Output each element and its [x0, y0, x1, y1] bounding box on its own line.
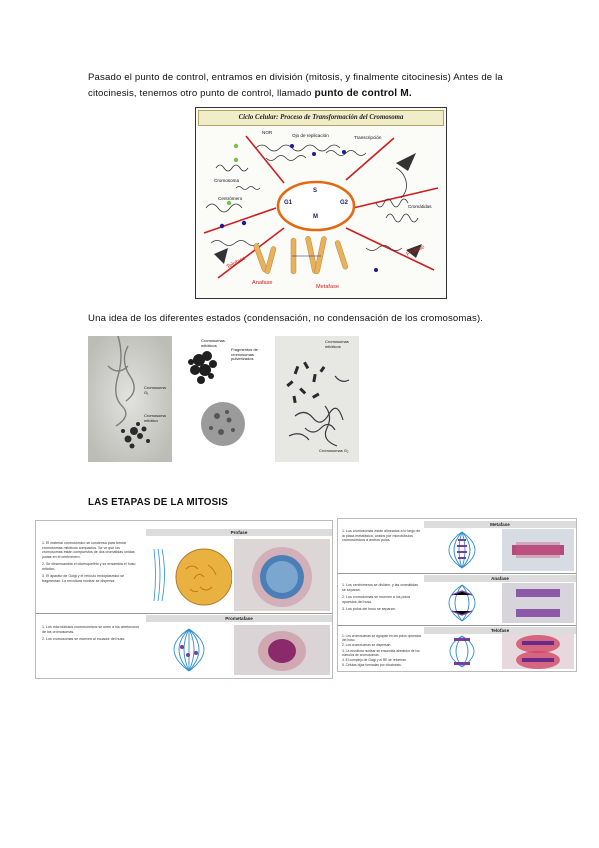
states-paragraph: Una idea de los diferentes estados (cond… [88, 313, 484, 324]
cycle-label-s: S [313, 188, 318, 194]
intro-text: Pasado el punto de control, entramos en … [88, 72, 503, 99]
telofase-diagram [424, 634, 500, 669]
anafase-step-2: 2. Los cromosomas se mueven a los polos … [342, 594, 411, 604]
header-telofase: Telofase [424, 627, 576, 634]
m2-label-b: Fragmentos de [231, 347, 258, 352]
cycle-label-g1: G1 [284, 200, 293, 206]
prometafase-steps: 1. Los microtúbulos cromosómicos se unen… [42, 625, 140, 644]
profase-steps: 1. El material cromosómico se condensa p… [42, 541, 140, 586]
m1-label-a: Cromosoma [144, 385, 166, 390]
micrograph-3-image [286, 361, 350, 447]
m2-label-a2: mitóticos [201, 342, 217, 348]
telofase-step-5: 5. Células hijas formadas por citocinesi… [342, 663, 402, 668]
telofase-step-1: 1. Los cromosomas se agrupan en los polo… [342, 634, 421, 643]
header-prometafase: Prometafase [146, 615, 332, 622]
m2-label-b2: cromosomas [231, 351, 254, 357]
mitosis-section-title: LAS ETAPAS DE LA MITOSIS [88, 497, 228, 508]
cycle-label-nor: NOR [262, 130, 273, 135]
mitosis-right-panel: Metafase 1. Los cromosomas están alinead… [337, 518, 577, 672]
micrograph-interphase-fusion: Cromosoma G₁ Cromosoma mitótico [88, 336, 172, 462]
profase-step-2: 2. Se desensambla el citoesqueleto y se … [42, 562, 136, 572]
prometafase-diagram [146, 625, 232, 675]
cycle-label-cromosoma: Cromosoma [214, 178, 240, 183]
micrograph-2-label-a: Cromosomas mitóticos [201, 338, 225, 348]
prometafase-step-2: 2. Los cromosomas se mueven al ecuador d… [42, 636, 126, 641]
cycle-label-transcripcion: Transcripción [354, 135, 382, 140]
header-metafase: Metafase [424, 521, 576, 528]
intro-bold: punto de control M. [314, 88, 412, 99]
cycle-figure-title: Ciclo Celular: Proceso de Transformación… [198, 110, 444, 126]
right-divider-1 [338, 573, 576, 574]
anafase-step-3: 3. Los polos del huso se separan. [342, 606, 396, 611]
anafase-diagram [424, 583, 500, 623]
metafase-steps: 1. Los cromosomas están alineados a lo l… [342, 529, 422, 546]
panel-divider [36, 613, 332, 614]
cycle-label-centromero: Centrómero [218, 196, 243, 201]
metafase-diagram [424, 529, 500, 571]
anafase-steps: 1. Los centrómeros se dividen, y las cro… [342, 583, 422, 614]
cycle-label-m: M [313, 214, 318, 220]
telofase-step-2: 2. Los cromosomas se dispersan. [342, 643, 392, 648]
cycle-diagram [203, 135, 439, 279]
anafase-micrograph [502, 583, 574, 623]
m3-label-b: Cromosomas G₂ [319, 448, 349, 453]
m2-label-a: Cromosomas [201, 338, 225, 343]
m1-label-a2: G₁ [144, 389, 149, 395]
m3-label-a2: mitóticos [325, 343, 341, 349]
anafase-step-1: 1. Los centrómeros se dividen, y las cro… [342, 583, 418, 592]
profase-step-1: 1. El material cromosómico se condensa p… [42, 541, 135, 560]
cell-cycle-figure: Ciclo Celular: Proceso de Transformación… [195, 107, 447, 299]
prometafase-step-1: 1. Los microtúbulos cromosómicos se unen… [42, 625, 140, 634]
m1-label-b2: mitótico [144, 417, 158, 423]
micrograph-g2-chromosomes: Cromosomas mitóticos Cromosomas G₂ [275, 336, 359, 462]
profase-diagram [146, 539, 232, 611]
m3-label-a: Cromosomas [325, 339, 349, 344]
cycle-label-ojo: Ojo de replicación [292, 133, 329, 138]
header-profase: Profase [146, 529, 332, 536]
micrograph-3-label-a: Cromosomas mitóticos [325, 339, 349, 349]
micrograph-1-image [88, 336, 172, 462]
micrograph-2-image [188, 351, 245, 446]
mitosis-left-panel: Profase 1. El material cromosómico se co… [35, 520, 333, 679]
intro-paragraph: Pasado el punto de control, entramos en … [88, 70, 518, 102]
cycle-label-metafase: Metafase [316, 284, 340, 290]
telofase-step-3: 3. La envoltura nuclear se ensambla alre… [342, 648, 420, 657]
profase-step-3: 3. El aparato de Golgi y el retículo end… [42, 574, 125, 583]
micrograph-pulverized: Cromosomas mitóticos Fragmentos de cromo… [181, 336, 266, 462]
right-divider-2 [338, 625, 576, 626]
metafase-step-1: 1. Los cromosomas están alineados a lo l… [342, 529, 421, 543]
metafase-micrograph [502, 529, 574, 571]
cycle-label-g2: G2 [340, 200, 349, 206]
prometafase-micrograph [234, 625, 330, 675]
micrograph-2-label-b: Fragmentos de cromosomas pulverizados [231, 347, 258, 362]
telofase-step-4: 4. El complejo de Golgi y el RE se refor… [342, 658, 407, 663]
header-anafase: Anafase [424, 575, 576, 582]
cycle-label-cromatidas: Cromátidas [408, 204, 432, 209]
m2-label-b3: pulverizados [231, 356, 254, 361]
cycle-label-anafase: Anafase [252, 280, 273, 286]
micrograph-1-label-b: Cromosoma mitótico [144, 413, 166, 423]
micrograph-1-label-a: Cromosoma G₁ [144, 385, 166, 395]
telofase-steps: 1. Los cromosomas se agrupan en los polo… [342, 634, 422, 668]
m1-label-b: Cromosoma [144, 413, 166, 418]
telofase-micrograph [502, 634, 574, 669]
profase-micrograph [234, 539, 330, 611]
